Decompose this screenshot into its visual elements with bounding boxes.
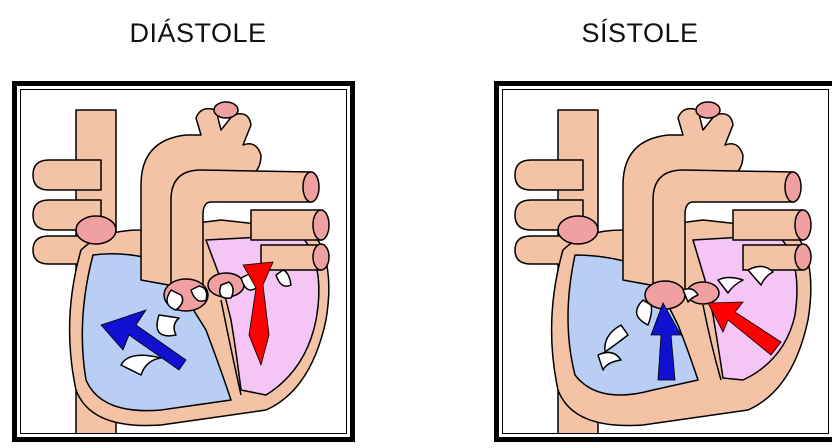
left-pulmonary-vessels (33, 160, 101, 190)
left-pulmonary-vessels (515, 160, 583, 190)
diastole-panel (12, 81, 355, 442)
heart (33, 102, 329, 434)
systole-panel (494, 81, 832, 442)
diastole-title: DIÁSTOLE (78, 18, 318, 49)
systole-heart-diagram (503, 90, 829, 434)
right-pulmonary-vessels (251, 210, 321, 240)
diastole-heart-diagram (21, 90, 347, 434)
systole-title: SÍSTOLE (520, 18, 760, 49)
heart (515, 102, 811, 434)
right-pulmonary-vessels (733, 210, 803, 240)
